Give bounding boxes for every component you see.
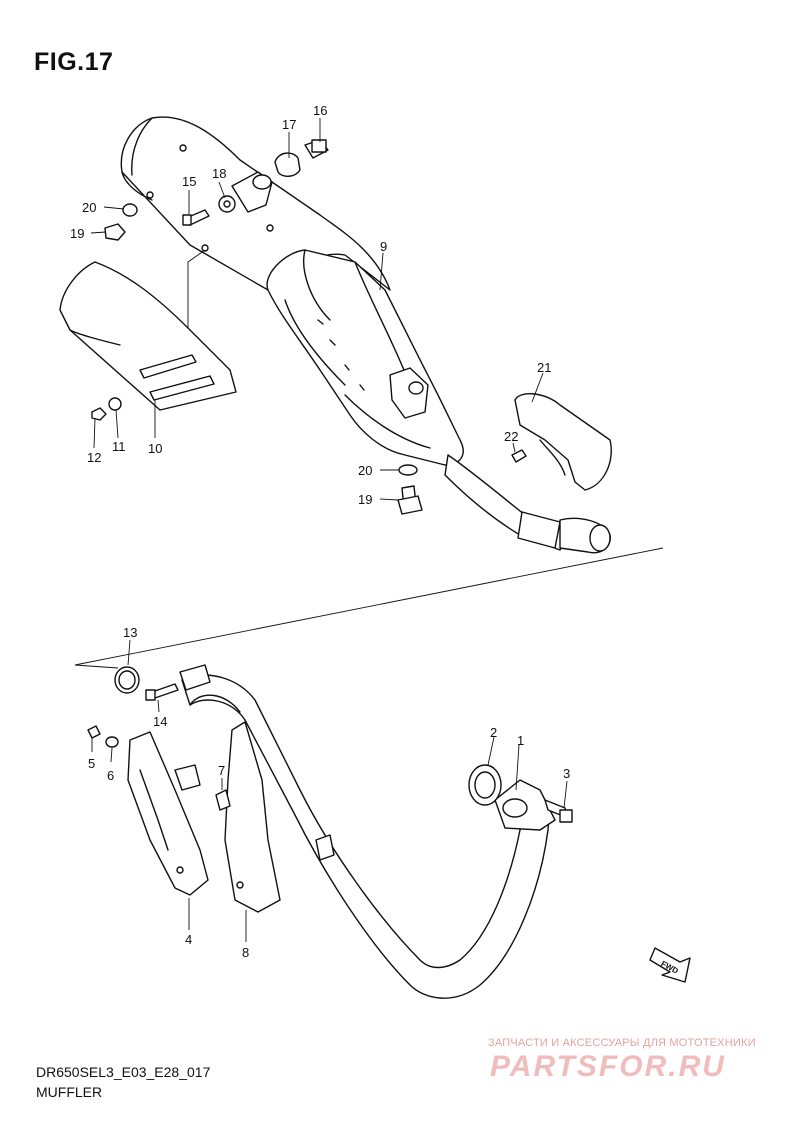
callout-5: 5 <box>88 756 95 771</box>
callout-3: 3 <box>563 766 570 781</box>
callout-14: 14 <box>153 714 167 729</box>
callout-21: 21 <box>537 360 551 375</box>
callout-20-upper: 20 <box>82 200 96 215</box>
callout-6: 6 <box>107 768 114 783</box>
figure-code: DR650SEL3_E03_E28_017 <box>36 1064 211 1080</box>
callout-19-lower: 19 <box>358 492 372 507</box>
callout-12: 12 <box>87 450 101 465</box>
heat-shields-lower <box>127 721 281 913</box>
callout-13: 13 <box>123 625 137 640</box>
heat-shield-rear <box>59 261 237 411</box>
callout-9: 9 <box>380 239 387 254</box>
fasteners-lower <box>87 666 231 811</box>
figure-title: FIG.17 <box>34 48 114 76</box>
assembly-divider <box>74 547 664 669</box>
callout-17: 17 <box>282 117 296 132</box>
part-callouts: 1 2 3 4 5 6 7 8 9 10 11 12 13 14 15 16 1… <box>70 103 570 960</box>
callout-1: 1 <box>517 733 524 748</box>
figure-name: MUFFLER <box>36 1084 103 1100</box>
fasteners-upper <box>91 139 527 515</box>
callout-15: 15 <box>182 174 196 189</box>
callout-7: 7 <box>218 763 225 778</box>
callout-11: 11 <box>112 439 126 454</box>
watermark-tagline: ЗАПЧАСТИ И АКСЕССУАРЫ ДЛЯ МОТОТЕХНИКИ <box>488 1037 756 1049</box>
muffler-assembly <box>120 116 611 554</box>
leader-lines <box>90 118 568 942</box>
callout-10: 10 <box>148 441 162 456</box>
exhaust-pipe <box>179 664 573 999</box>
callout-20-lower: 20 <box>358 463 372 478</box>
callout-19-upper: 19 <box>70 226 84 241</box>
callout-4: 4 <box>185 932 192 947</box>
part-21-pad <box>514 393 612 491</box>
watermark-logo: PARTSFOR.RU <box>490 1050 726 1083</box>
fwd-arrow: FWD <box>649 947 691 983</box>
callout-18: 18 <box>212 166 226 181</box>
callout-8: 8 <box>242 945 249 960</box>
callout-2: 2 <box>490 725 497 740</box>
callout-22: 22 <box>504 429 518 444</box>
callout-16: 16 <box>313 103 327 118</box>
